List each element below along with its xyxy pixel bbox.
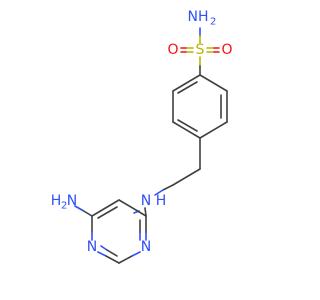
h2n-n-label: N <box>67 193 77 209</box>
pyrimidine-nitrogen-right: N <box>141 239 151 255</box>
bond-c6-nh2-grey <box>81 209 93 217</box>
nh2-subscript: 2 <box>210 17 216 28</box>
ring-bond-4 <box>172 121 201 139</box>
h2n-h-label: H <box>51 193 62 209</box>
pyr-bond-c2-n3-grey <box>118 255 133 264</box>
ring-bond-6 <box>172 74 201 92</box>
pyr-double-n1-c2-blue <box>100 245 108 251</box>
oxygen-atom-right: O <box>221 42 232 58</box>
h2n-subscript: 2 <box>61 201 67 212</box>
pyr-bond-c5-c6 <box>91 199 120 217</box>
ring-double-3 <box>177 81 198 94</box>
bond-nh-c4-grey <box>144 207 147 217</box>
bond-ch2-nh-grey <box>162 184 174 191</box>
atom-nh-linker: N H <box>141 193 167 209</box>
pyr-bond-n1-c2-grey <box>105 255 120 264</box>
nh2-label: NH <box>188 9 209 25</box>
pyrimidine-nitrogen-left: N <box>87 239 97 255</box>
ring-bond-3 <box>199 121 228 139</box>
oxygen-atom-left: O <box>167 42 178 58</box>
pyr-double-n1-c2-grey <box>106 249 118 257</box>
bond-c6-nh2-blue <box>74 205 83 211</box>
bond-ch2-ch2 <box>172 168 201 186</box>
molecule-structure: NH 2 S O O N H H 2 N N N <box>51 9 233 264</box>
pyr-bond-n1-c2-blue <box>97 251 107 257</box>
pyr-bond-c2-n3-blue <box>131 251 141 257</box>
nh-linker-label: N <box>141 193 151 209</box>
atom-h2n-amino: H 2 N <box>51 193 78 212</box>
pyr-bond-c4-c5 <box>118 199 147 217</box>
sulfur-atom: S <box>196 42 205 58</box>
atom-nh2-sulfonamide: NH 2 <box>188 9 217 28</box>
pyr-double-c5-c6 <box>97 206 118 219</box>
bond-ch2-nh-blue <box>154 189 164 196</box>
ring-bond-1 <box>199 74 228 92</box>
ring-double-2 <box>177 119 198 132</box>
nh-linker-h: H <box>156 193 167 209</box>
